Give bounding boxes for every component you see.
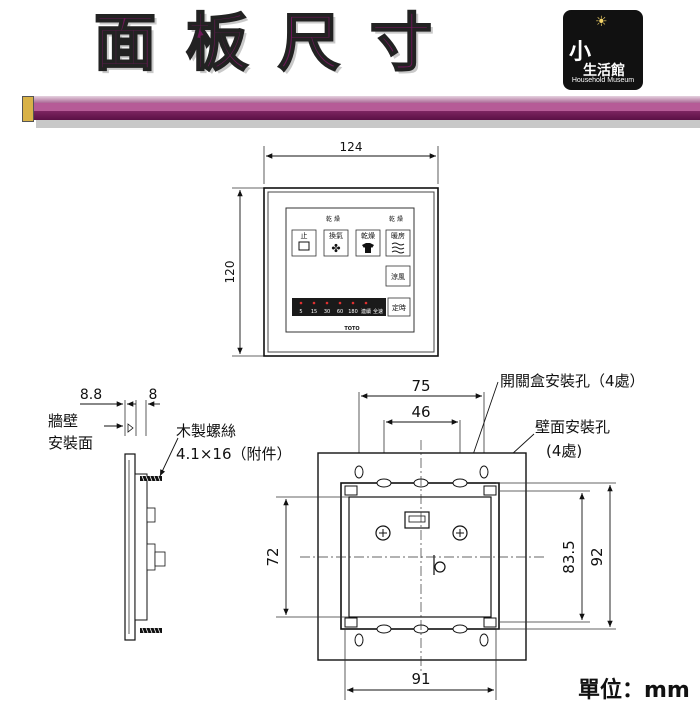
stop-label: 止 <box>301 231 308 240</box>
screw-top <box>140 475 162 482</box>
screw-leader <box>159 437 179 477</box>
side-view: 8.8 8 牆壁 安裝面 木製螺絲 4.1×16（附件） <box>48 387 292 641</box>
timer-value: 60 <box>337 309 343 315</box>
dim-92-label: 92 <box>588 547 606 566</box>
dim-46-label: 46 <box>411 403 430 421</box>
heat-label: 暖房 <box>391 231 405 240</box>
dim-835-label: 83.5 <box>560 540 578 573</box>
triangle-mark <box>127 423 134 433</box>
timer-value: 30 <box>324 309 330 315</box>
timer-value: 連續 <box>361 308 371 315</box>
wall-label-2: 安裝面 <box>48 434 93 452</box>
dry-label: 乾燥 <box>361 231 375 240</box>
switch-box-hole-label: 開關盒安裝孔（4處） <box>500 372 645 390</box>
timer-label: 定時 <box>392 303 406 312</box>
unit-label: 單位：mm <box>578 678 690 703</box>
timer-button[interactable]: 定時 <box>387 297 411 317</box>
title-banner-shadow <box>36 120 700 128</box>
fan-icon: ✤ <box>331 242 340 255</box>
dry-button[interactable]: 乾燥 <box>355 229 381 257</box>
timer-indicator-bar <box>292 298 386 316</box>
timer-values: 5 15 30 60 180 連續 全速 <box>299 301 383 315</box>
timer-value: 180 <box>348 309 358 315</box>
lightbulb-icon: ☀ <box>595 14 608 30</box>
cable-clip <box>434 561 446 573</box>
household-museum-logo: ☀ 小 生活館 Household Museum <box>563 10 643 90</box>
timer-value: 15 <box>311 309 317 315</box>
screw-label-2: 4.1×16（附件） <box>176 445 292 463</box>
dim-75-label: 75 <box>411 377 430 395</box>
logo-small-text: 小 <box>569 40 592 65</box>
ventilate-button[interactable]: 換氣 ✤ <box>323 229 349 257</box>
cool-button[interactable]: 涼風 <box>385 265 411 287</box>
wall-hole-label-1: 壁面安裝孔 <box>535 418 610 436</box>
width-label: 124 <box>340 140 363 154</box>
dim-88-label: 8.8 <box>80 387 102 403</box>
brand-logo: TOTO <box>344 326 359 332</box>
ventilate-label: 換氣 <box>329 231 343 240</box>
back-view: 75 46 開關盒安裝孔（4處） 壁面安裝孔 (4處) <box>264 372 645 700</box>
height-label: 120 <box>223 261 237 284</box>
group-label-left: 乾 燥 <box>326 215 340 223</box>
group-label-right: 乾 燥 <box>389 215 403 223</box>
stop-button[interactable]: 止 <box>291 229 317 257</box>
shirt-icon <box>362 243 374 253</box>
front-view: 124 120 乾 燥 乾 燥 止 換氣 ✤ 乾燥 暖 <box>223 140 439 357</box>
wall-hole-label-2: (4處) <box>546 442 582 460</box>
side-panel-body <box>134 473 148 621</box>
title-banner-highlight <box>26 103 700 111</box>
dim-8-label: 8 <box>149 387 158 403</box>
screw-bottom <box>140 627 162 634</box>
heat-button[interactable]: 暖房 <box>385 229 411 257</box>
logo-english-text: Household Museum <box>571 77 635 84</box>
page-title: 面板尺寸 <box>93 5 463 80</box>
front-plate-inner <box>267 191 435 353</box>
title-banner-cap <box>22 96 34 122</box>
timer-value: 5 <box>299 309 302 315</box>
dim-91-label: 91 <box>411 670 430 688</box>
side-panel-front <box>124 453 136 641</box>
timer-value: 全速 <box>373 308 383 315</box>
dim-72-label: 72 <box>264 547 282 566</box>
screw-label-1: 木製螺絲 <box>176 422 236 440</box>
heat-wave-icon <box>391 242 405 254</box>
mounting-holes <box>354 465 489 647</box>
logo-chinese-text: 生活館 <box>583 63 625 79</box>
cool-label: 涼風 <box>391 272 405 281</box>
wall-label-1: 牆壁 <box>48 412 78 430</box>
